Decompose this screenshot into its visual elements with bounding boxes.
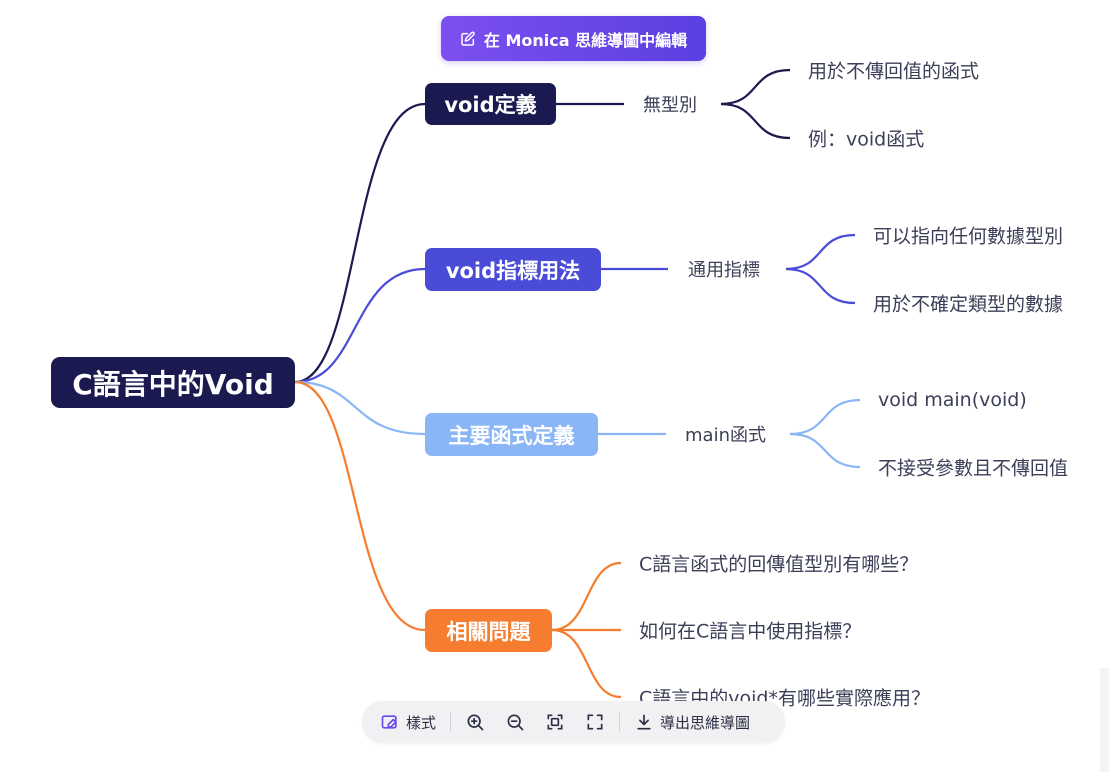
leaf-node[interactable]: 可以指向任何數據型別: [873, 225, 1064, 248]
edit-in-monica-button[interactable]: 在 Monica 思維導圖中編輯: [441, 16, 706, 61]
mid-node-no-type[interactable]: 無型別: [643, 95, 697, 116]
connector-mid2-leaf1: [785, 233, 856, 271]
fit-screen-button[interactable]: [545, 712, 565, 732]
connector-mid3-leaf1: [789, 398, 861, 436]
branch-node-related-questions[interactable]: 相關問題: [425, 609, 552, 652]
zoom-out-icon: [507, 714, 524, 731]
connector-mid1-leaf1: [720, 68, 791, 106]
toolbar-divider: [619, 712, 621, 732]
question-leaf-node[interactable]: C語言函式的回傳值型別有哪些？: [639, 553, 919, 576]
style-button[interactable]: 樣式: [380, 712, 436, 733]
fit-screen-icon: [547, 714, 563, 730]
question-leaf-node[interactable]: 如何在C語言中使用指標？: [639, 620, 862, 643]
edit-button-label: 在 Monica 思維導圖中編輯: [483, 30, 688, 50]
connector-related-leaf1: [551, 561, 622, 632]
export-label: 導出思維導圖: [660, 713, 751, 732]
connector-related-leaf3: [551, 628, 622, 699]
style-icon: [381, 715, 397, 729]
leaf-node[interactable]: 不接受參數且不傳回值: [878, 457, 1069, 480]
leaf-node[interactable]: 用於不傳回值的函式: [808, 60, 980, 83]
leaf-node[interactable]: 用於不確定類型的數據: [873, 293, 1064, 316]
pencil-square-icon: [461, 31, 475, 46]
fullscreen-button[interactable]: [585, 712, 605, 732]
leaf-node[interactable]: void main(void): [878, 389, 1027, 411]
bottom-toolbar: 樣式 導: [362, 701, 785, 743]
zoom-in-button[interactable]: [465, 712, 485, 732]
connector-mid1-leaf2: [720, 102, 791, 140]
toolbar-divider: [450, 712, 452, 732]
panel-edge: [1100, 668, 1109, 772]
mid-node-generic-pointer[interactable]: 通用指標: [688, 260, 760, 281]
connector-root-void-definition: [294, 102, 426, 384]
root-node[interactable]: C語言中的Void: [51, 357, 295, 408]
leaf-node[interactable]: 例：void函式: [808, 128, 925, 151]
connector-root-related-questions: [294, 380, 426, 632]
download-icon: [637, 714, 651, 730]
connector-mid3-leaf2: [789, 432, 861, 469]
zoom-in-icon: [467, 714, 484, 731]
style-label: 樣式: [406, 713, 437, 732]
connector-root-main-function: [294, 380, 426, 436]
mid-node-main-function[interactable]: main函式: [685, 425, 766, 446]
fullscreen-icon: [587, 714, 603, 730]
branch-node-void-pointer[interactable]: void指標用法: [425, 248, 601, 291]
export-mind-map-button[interactable]: 導出思維導圖: [634, 712, 750, 733]
connector-root-void-pointer: [294, 267, 426, 384]
branch-node-main-function[interactable]: 主要函式定義: [425, 413, 598, 456]
connector-mid2-leaf2: [785, 267, 856, 305]
zoom-out-button[interactable]: [505, 712, 525, 732]
branch-node-void-definition[interactable]: void定義: [425, 83, 556, 125]
